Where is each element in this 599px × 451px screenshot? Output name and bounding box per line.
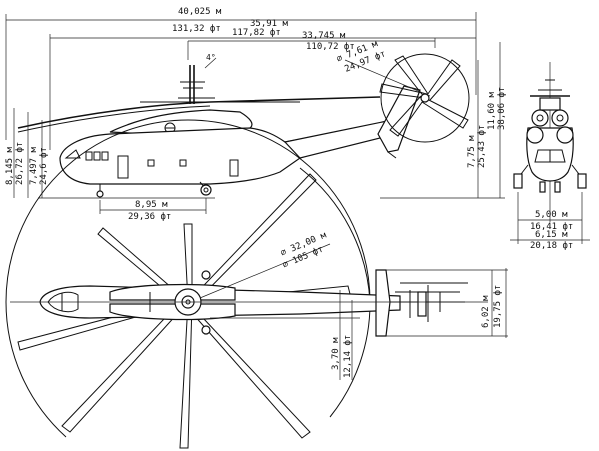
fin-height-ft: 38,06 фт [497,87,507,130]
tail-rotor-blades [379,55,469,137]
height-total-m: 8,145 м [5,146,15,185]
overall-length-ft: 131,32 фт [172,24,221,34]
length-33-ft: 110,72 фт [306,42,355,52]
wheelbase-ft: 29,36 фт [128,212,171,222]
tail-height-ft: 25,43 фт [477,125,487,168]
height-mid-m: 7,497 м [29,146,39,185]
stab-span-ft: 19,75 фт [493,285,503,328]
top-view [5,119,488,449]
wheelbase-m: 8,95 м [135,200,168,210]
front-view [513,62,587,222]
height-total-ft: 26,72 фт [15,142,25,185]
fin-height-m: 11,60 м [487,91,497,130]
side-height-dims [13,108,43,198]
rotor-tail-length-ft: 117,82 фт [232,28,281,38]
top-dimension-lines [5,12,477,150]
main-rotor-blades [17,173,351,449]
height-mid-ft: 24,6 фт [39,147,49,185]
track-m: 5,00 м [535,210,568,220]
fuselage-length-m: 35,91 м [250,19,289,29]
rotor-diam-leader [199,243,331,299]
fuselage-width-m: 3,70 м [331,337,341,370]
stab-span-dims [386,268,508,338]
track-ft: 16,41 фт [530,222,573,232]
front-width-ft: 20,18 фт [530,241,573,251]
fuselage-width-ft: 12,14 фт [343,335,353,378]
tail-height-dims [380,42,505,199]
wheelbase-dim [99,198,207,214]
mast-tilt-angle: 4° [206,53,216,62]
overall-length-m: 40,025 м [178,7,222,17]
tail-height-m: 7,75 м [467,135,477,168]
front-width-m: 6,15 м [535,230,568,240]
front-width-dims [510,192,590,244]
length-33-m: 33,745 м [302,31,346,41]
side-view: 4° ⌀ 7,61 м 24,97 фт [17,39,470,199]
fuselage-width-dims [210,290,360,380]
stab-span-m: 6,02 м [481,295,491,328]
